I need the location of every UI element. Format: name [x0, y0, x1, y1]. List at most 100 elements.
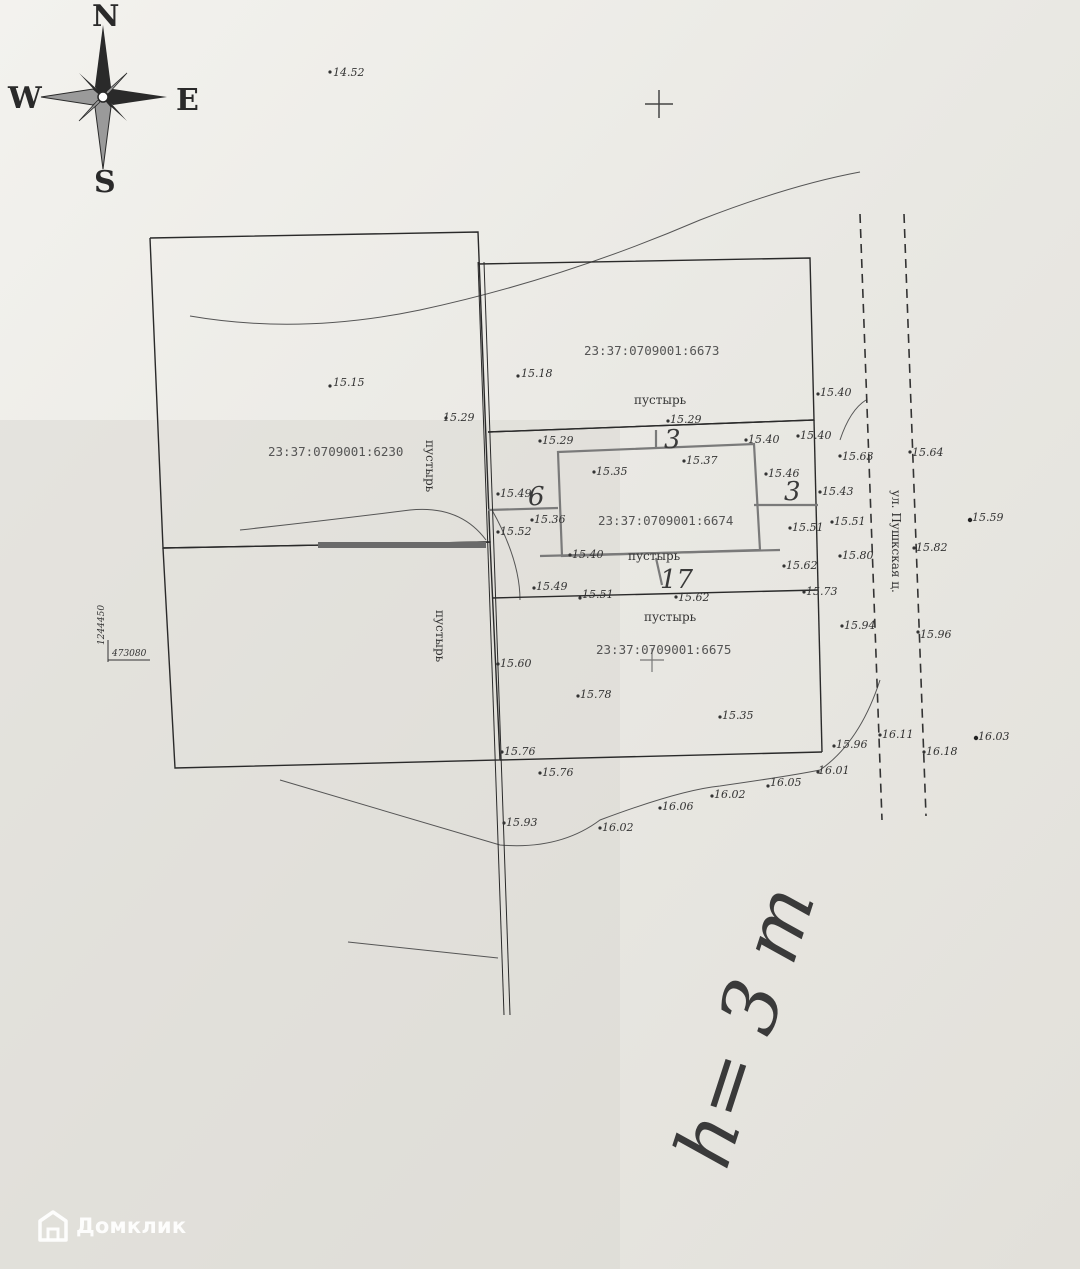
- svg-text:15.96: 15.96: [836, 738, 868, 751]
- elevation-point: 15.29: [443, 411, 475, 424]
- svg-text:15.62: 15.62: [678, 591, 710, 604]
- svg-text:15.76: 15.76: [504, 745, 536, 758]
- svg-text:16.02: 16.02: [602, 821, 634, 834]
- watermark-text: Домклик: [76, 1214, 187, 1238]
- elevation-point: 15.40: [816, 386, 852, 399]
- svg-text:15.40: 15.40: [800, 429, 832, 442]
- svg-text:15.51: 15.51: [582, 588, 614, 601]
- parcel-id-6230: 23:37:0709001:6230: [268, 444, 403, 459]
- elevation-point: 15.29: [538, 434, 574, 447]
- compass-west: W: [7, 81, 43, 116]
- grid-coordinate-marker: 1244450 473080: [97, 605, 150, 662]
- parcel-id-6675: 23:37:0709001:6675: [596, 642, 731, 657]
- svg-text:15.29: 15.29: [542, 434, 574, 447]
- svg-text:15.43: 15.43: [822, 485, 854, 498]
- elevation-point: 15.43: [818, 485, 854, 498]
- land-label: пустырь: [644, 610, 697, 624]
- elevation-point: 15.40: [568, 548, 604, 561]
- elevation-point: 15.29: [666, 413, 702, 426]
- street-name: ул. Пушкская ц.: [889, 490, 903, 593]
- land-label: пустырь: [628, 549, 681, 563]
- elevation-point: 15.40: [796, 429, 832, 442]
- elevation-point: 15.60: [496, 657, 532, 670]
- svg-text:15.93: 15.93: [506, 816, 538, 829]
- elevation-point: 15.37: [682, 454, 718, 467]
- elevation-point: 15.94: [840, 619, 876, 632]
- elevation-point: 14.52: [328, 66, 365, 79]
- elevation-point: 15.96: [832, 738, 868, 751]
- elevation-point: 15.51: [830, 515, 866, 528]
- svg-text:16.11: 16.11: [882, 728, 914, 741]
- svg-text:15.64: 15.64: [912, 446, 944, 459]
- elevation-point: 15.35: [592, 465, 628, 478]
- handwritten-mark: 17: [660, 565, 694, 595]
- svg-text:16.01: 16.01: [818, 764, 850, 777]
- svg-text:15.62: 15.62: [786, 559, 818, 572]
- handwritten-mark: 3: [784, 477, 801, 507]
- land-label: пустырь: [423, 440, 437, 493]
- street-edges: [859, 213, 927, 821]
- svg-text:15.60: 15.60: [500, 657, 532, 670]
- svg-text:15.15: 15.15: [333, 376, 365, 389]
- elevation-point: 16.01: [816, 764, 850, 777]
- svg-text:1244450: 1244450: [97, 605, 107, 645]
- svg-text:16.06: 16.06: [662, 800, 694, 813]
- svg-text:15.49: 15.49: [500, 487, 532, 500]
- svg-text:15.76: 15.76: [542, 766, 574, 779]
- parcel-boundaries: [149, 231, 823, 769]
- elevation-point: 16.02: [598, 821, 634, 834]
- elevation-point: 16.02: [710, 788, 746, 801]
- svg-text:16.18: 16.18: [926, 745, 958, 758]
- svg-text:15.37: 15.37: [686, 454, 718, 467]
- elevation-point: 15.73: [802, 585, 838, 598]
- handwritten-mark: 3: [664, 425, 681, 455]
- svg-text:15.18: 15.18: [521, 367, 553, 380]
- compass-north: N: [92, 0, 119, 34]
- elevation-point: 16.05: [766, 776, 802, 789]
- svg-text:15.40: 15.40: [748, 433, 780, 446]
- parcel-6674-outline: [487, 430, 818, 586]
- house-logo-icon: [38, 1210, 68, 1242]
- compass-east: E: [176, 83, 199, 118]
- svg-text:15.49: 15.49: [536, 580, 568, 593]
- svg-text:15.78: 15.78: [580, 688, 612, 701]
- svg-text:15.51: 15.51: [834, 515, 866, 528]
- elevation-point: 15.15: [328, 376, 365, 389]
- contour-lines: [189, 171, 881, 959]
- elevation-point: 15.52: [496, 525, 532, 538]
- elevation-point: 15.64: [908, 446, 944, 459]
- elevation-point: 15.62: [674, 591, 710, 604]
- svg-text:15.51: 15.51: [792, 521, 824, 534]
- elevation-point: 16.18: [922, 745, 958, 758]
- compass-south: S: [94, 165, 116, 200]
- svg-text:473080: 473080: [111, 649, 147, 659]
- elevation-point: 15.49: [532, 580, 568, 593]
- parcel-id-6674: 23:37:0709001:6674: [598, 513, 733, 528]
- svg-text:15.96: 15.96: [920, 628, 952, 641]
- svg-text:15.59: 15.59: [972, 511, 1004, 524]
- elevation-point: 15.80: [838, 549, 874, 562]
- elevation-point: 15.40: [744, 433, 780, 446]
- svg-text:15.40: 15.40: [820, 386, 852, 399]
- elevation-point: 16.03: [973, 730, 1010, 743]
- elevation-point: 15.51: [578, 588, 614, 601]
- elevation-point: 15.63: [838, 450, 874, 463]
- elevation-point: 15.93: [502, 816, 538, 829]
- svg-text:15.63: 15.63: [842, 450, 874, 463]
- svg-text:15.29: 15.29: [443, 411, 475, 424]
- land-label: пустырь: [634, 393, 687, 407]
- fence-line: [318, 261, 511, 1016]
- elevation-point: 15.76: [500, 745, 536, 758]
- elevation-point: 16.11: [878, 728, 914, 741]
- elevation-point: 15.49: [496, 487, 532, 500]
- elevation-point: 15.82: [912, 541, 948, 554]
- shadow-area: [0, 420, 620, 1269]
- land-label: пустырь: [433, 610, 447, 663]
- parcel-id-6673: 23:37:0709001:6673: [584, 343, 719, 358]
- svg-text:15.94: 15.94: [844, 619, 876, 632]
- svg-text:14.52: 14.52: [333, 66, 365, 79]
- svg-text:15.35: 15.35: [722, 709, 754, 722]
- svg-text:15.52: 15.52: [500, 525, 532, 538]
- svg-text:15.46: 15.46: [768, 467, 800, 480]
- elevation-point: 15.35: [718, 709, 754, 722]
